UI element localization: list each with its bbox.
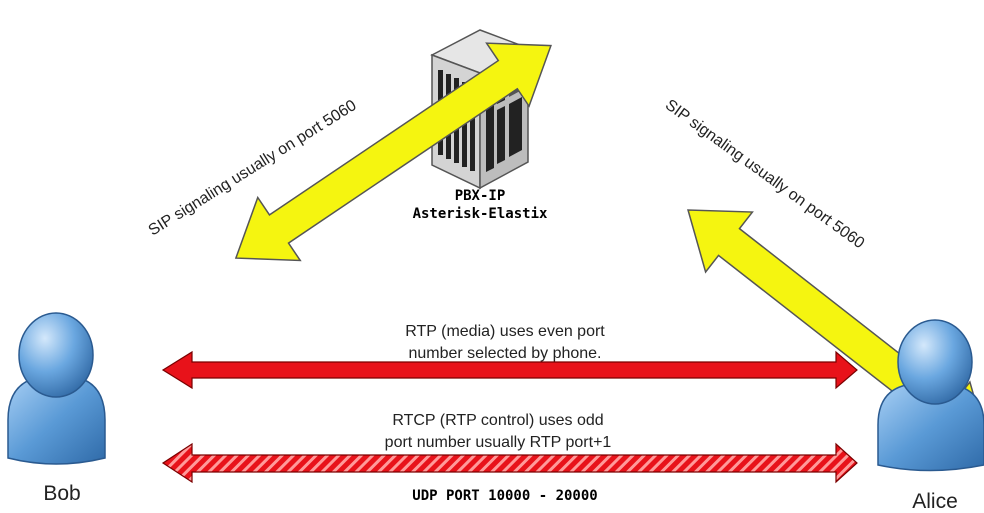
user-label-alice: Alice <box>912 490 958 513</box>
rtp-label-line2: number selected by phone. <box>408 345 601 362</box>
rtp-arrow <box>161 350 858 390</box>
rtcp-arrow <box>161 442 858 484</box>
udp-port-label: UDP PORT 10000 - 20000 <box>412 488 597 504</box>
user-label-bob: Bob <box>43 482 80 505</box>
rtcp-label-line2: port number usually RTP port+1 <box>385 434 612 451</box>
user-icon-bob <box>7 312 106 465</box>
user-icon-alice <box>877 319 984 472</box>
rtp-label-line1: RTP (media) uses even port <box>405 323 605 340</box>
sip-arrow-left <box>234 42 552 262</box>
server-label-line1: PBX-IP <box>455 188 506 204</box>
server-label-line2: Asterisk-Elastix <box>413 206 548 222</box>
rtcp-label-line1: RTCP (RTP control) uses odd <box>392 412 603 429</box>
